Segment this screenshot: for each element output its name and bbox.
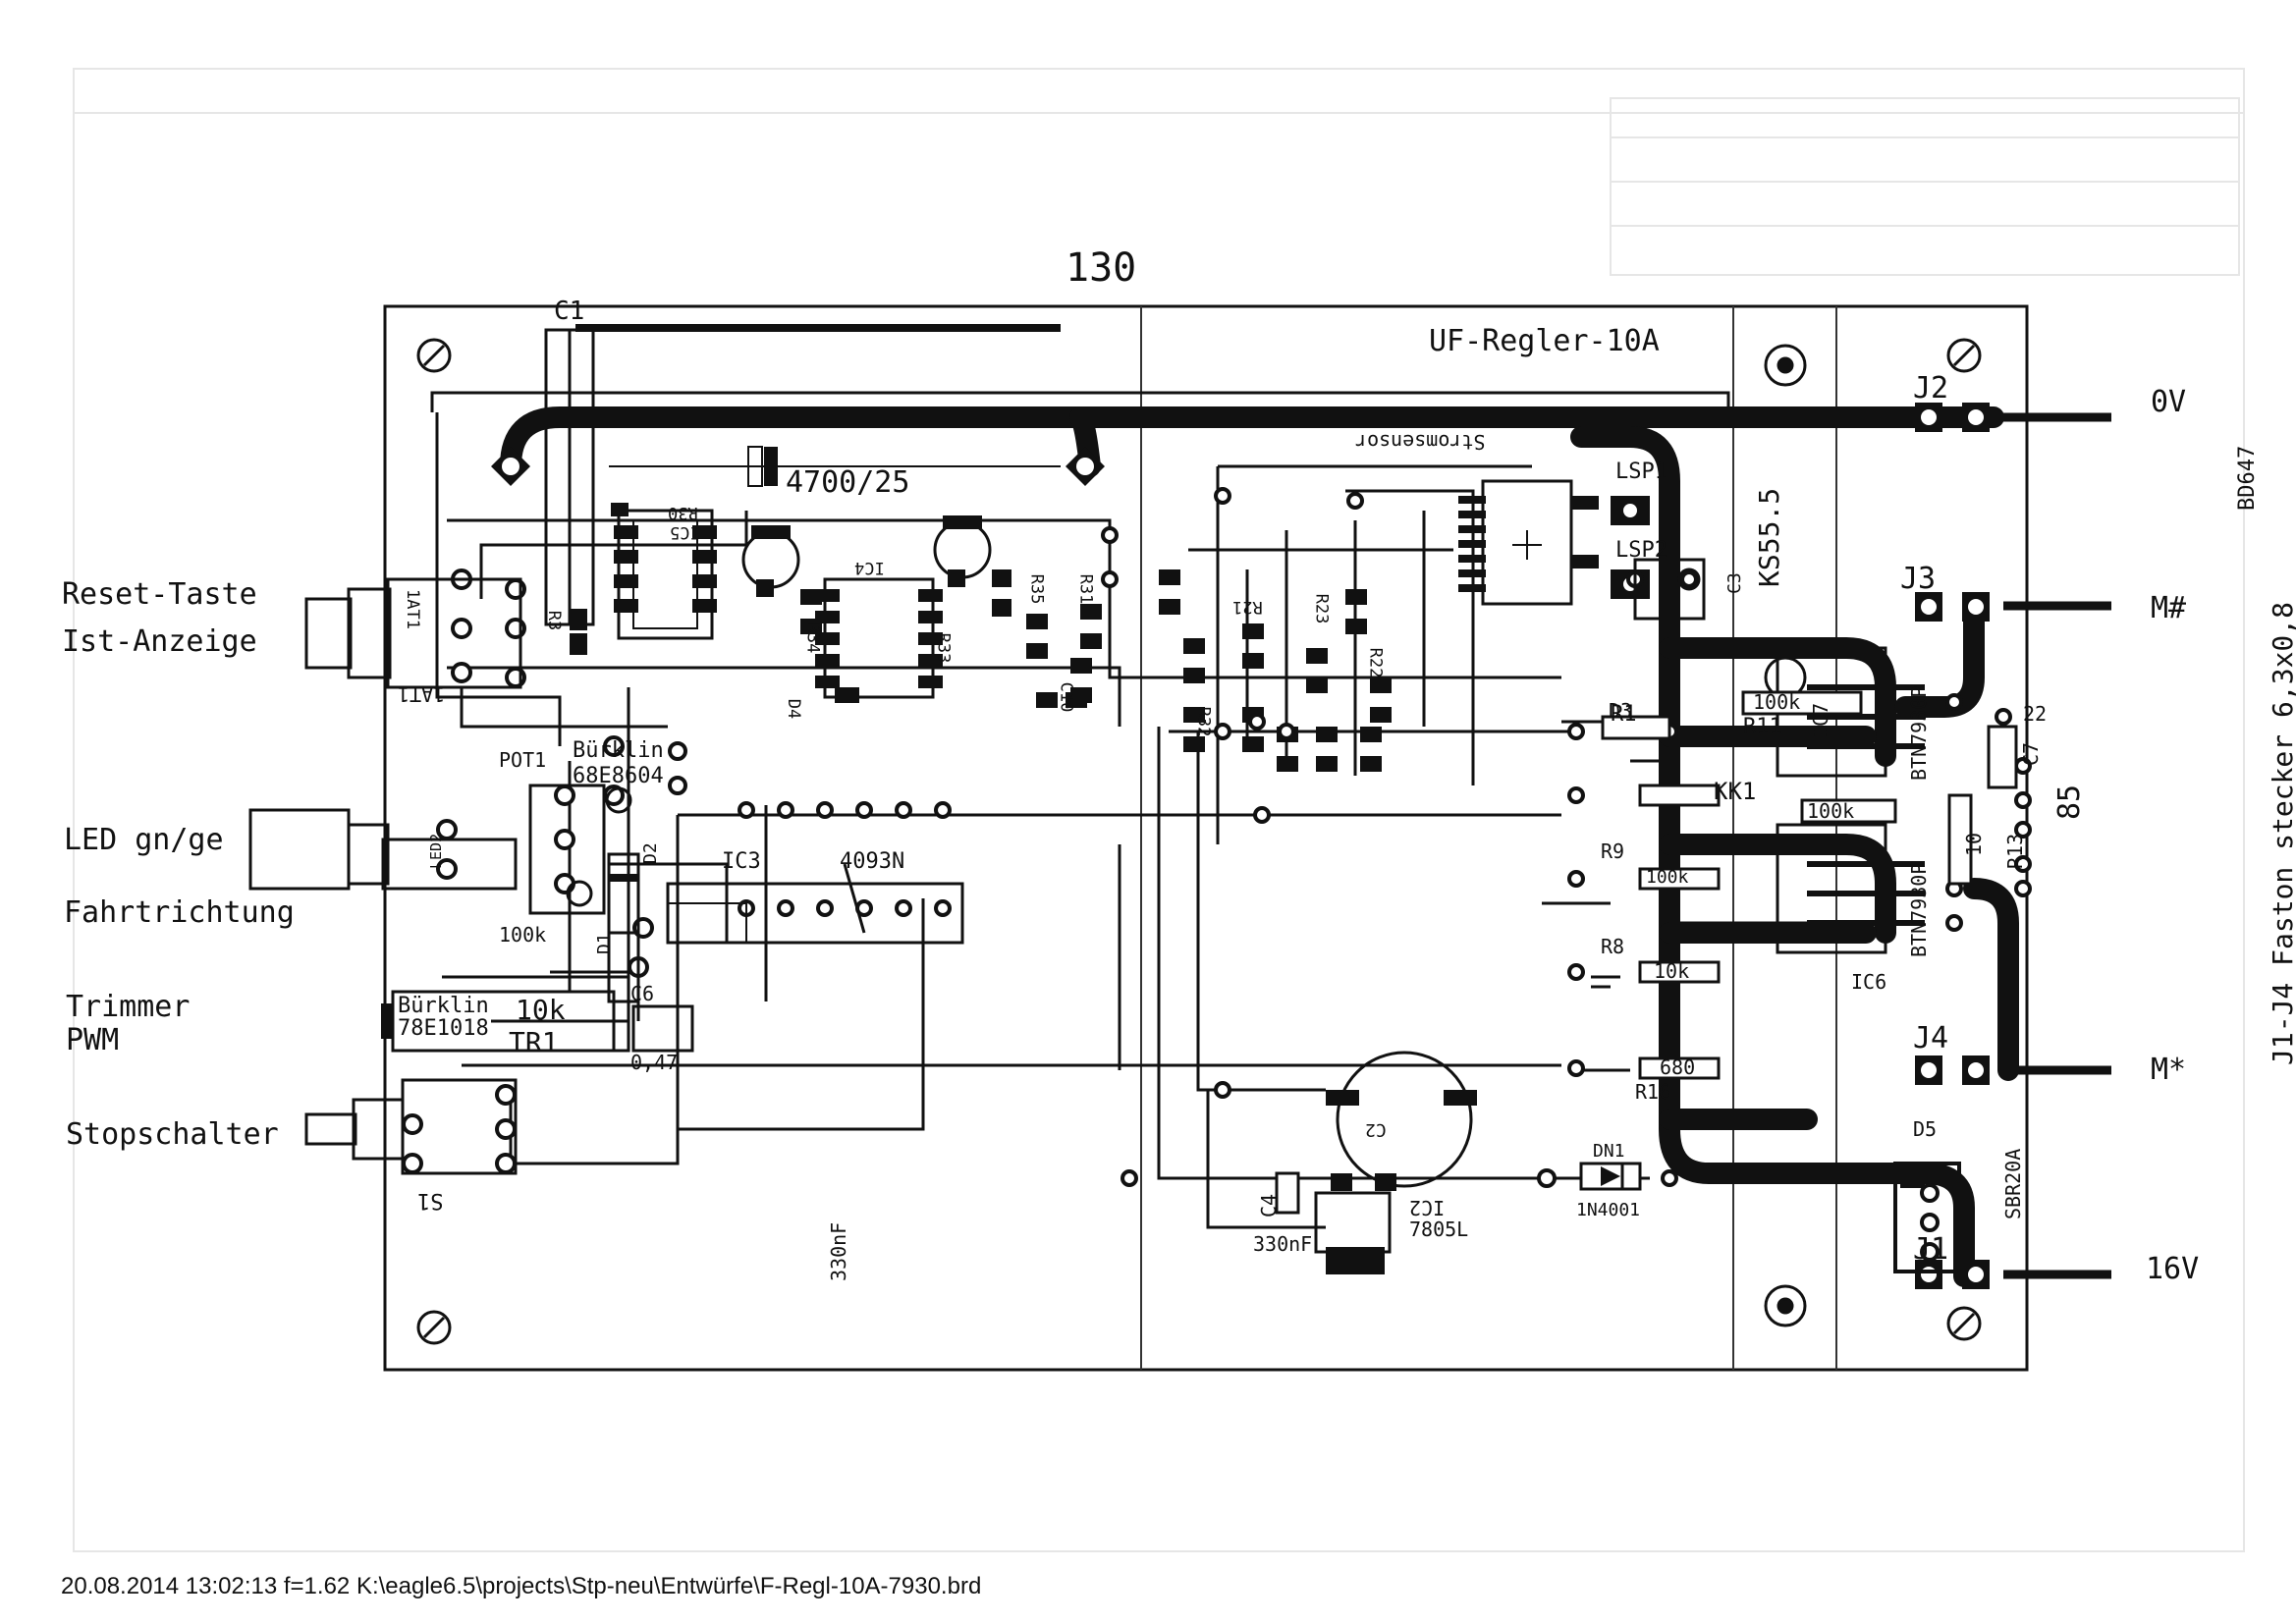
- label-j1: J1: [1913, 1232, 1949, 1267]
- label-led2: LED2: [427, 833, 445, 869]
- label-16v: 16V: [2146, 1252, 2200, 1286]
- label-c4-value: 330nF: [1253, 1232, 1313, 1256]
- transistor-note: BD647: [2235, 445, 2260, 511]
- label-r1: R1: [1611, 702, 1637, 727]
- label-ks55: KS55.5: [1753, 487, 1785, 587]
- label-burklin-pot-no: 68E8604: [573, 764, 664, 788]
- label-r35: R35: [1026, 573, 1047, 605]
- board-height-label: 85: [2052, 784, 2087, 820]
- label-dn1-type: 1N4001: [1576, 1200, 1641, 1220]
- label-ic3: IC3: [722, 849, 761, 874]
- label-r9-value: 100k: [1646, 867, 1689, 888]
- label-ic6: IC6: [1851, 970, 1887, 994]
- label-ist-anzeige: Ist-Anzeige: [62, 624, 257, 659]
- label-r13-value: 10: [1962, 832, 1986, 856]
- label-ic2: IC2: [1409, 1196, 1446, 1219]
- label-c10: C10: [1056, 681, 1076, 713]
- label-r33: R33: [933, 632, 954, 664]
- label-ic5: IC5: [670, 522, 700, 542]
- label-ic3-type: 4093N: [840, 849, 905, 874]
- label-c1: C1: [554, 297, 585, 326]
- label-trimmer-no: 78E1018: [398, 1016, 489, 1041]
- label-burklin-pot: Bürklin: [573, 738, 664, 763]
- label-btn7930-top: BTN7930P: [1907, 685, 1931, 781]
- ic-packages: [614, 509, 943, 699]
- label-lsp1: LSP1: [1615, 460, 1667, 484]
- label-c6-value: 0,47: [630, 1051, 679, 1074]
- label-lsp2: LSP2: [1615, 538, 1667, 563]
- label-led: LED gn/ge: [64, 823, 224, 857]
- label-r16-value: 680: [1660, 1056, 1696, 1079]
- label-dn1: DN1: [1593, 1141, 1625, 1162]
- label-r16: R16: [1635, 1080, 1671, 1104]
- label-r34: R34: [802, 623, 823, 654]
- label-m-star: M*: [2151, 1053, 2187, 1087]
- label-taster: 1AT1: [398, 682, 446, 706]
- label-fahrtrichtung: Fahrtrichtung: [64, 895, 295, 930]
- label-r23: R23: [1311, 593, 1332, 624]
- label-ic2-type: 7805L: [1409, 1218, 1469, 1241]
- label-pwm: PWM: [66, 1023, 120, 1057]
- label-r8-value: 10k: [1654, 959, 1690, 983]
- label-d2: D2: [640, 842, 661, 864]
- resistor-bodies: [1601, 690, 2018, 1080]
- label-r11: R11: [1743, 715, 1782, 739]
- label-r21: R21: [1232, 597, 1263, 617]
- label-c7: C7: [2019, 741, 2043, 766]
- label-c6: C6: [630, 982, 655, 1005]
- label-c2: C2: [1365, 1119, 1387, 1140]
- faston-pads: [1915, 403, 1990, 1289]
- label-trimmer-burklin: Bürklin: [398, 994, 489, 1018]
- label-stopschalter: Stopschalter: [66, 1117, 279, 1152]
- label-r11-value: 100k: [1753, 690, 1801, 714]
- label-r32: R32: [1193, 706, 1214, 737]
- label-d5: D5: [1913, 1117, 1938, 1141]
- label-r13: R13: [2003, 833, 2027, 869]
- board-width-label: 130: [1066, 245, 1137, 291]
- label-r31: R31: [1075, 573, 1096, 605]
- label-d1: D1: [594, 933, 615, 954]
- label-sbr20a: SBR20A: [2001, 1148, 2025, 1219]
- label-s1: S1: [417, 1188, 444, 1213]
- label-c4: C4: [1257, 1193, 1281, 1218]
- label-j3: J3: [1900, 562, 1937, 596]
- label-tr1-value: 10k: [516, 994, 566, 1026]
- label-btn7930-bottom: BTN7930P: [1907, 862, 1931, 957]
- label-trimmer: Trimmer: [66, 990, 191, 1024]
- label-kk1: KK1: [1714, 778, 1757, 805]
- label-reset-taste: Reset-Taste: [62, 577, 257, 612]
- label-r8: R8: [1601, 935, 1625, 958]
- label-taster-vertical: 1AT1: [403, 589, 422, 629]
- label-c22: 22: [2023, 702, 2048, 726]
- label-ic7: IC7: [1809, 702, 1832, 738]
- label-0v: 0V: [2151, 385, 2187, 419]
- label-pot-value: 100k: [499, 923, 547, 947]
- label-tr1: TR1: [509, 1026, 559, 1058]
- print-footer: 20.08.2014 13:02:13 f=1.62 K:\eagle6.5\p…: [61, 1573, 982, 1599]
- label-r22: R22: [1365, 647, 1386, 678]
- label-r3: R3: [544, 610, 565, 631]
- label-j2: J2: [1913, 371, 1949, 406]
- board-title: UF-Regler-10A: [1429, 324, 1660, 358]
- label-c-330nf: 330nF: [827, 1221, 850, 1281]
- label-j4: J4: [1913, 1021, 1949, 1056]
- label-d3: D3: [1609, 699, 1633, 723]
- label-m-hash: M#: [2151, 591, 2187, 625]
- signal-traces: [430, 391, 1807, 1229]
- connector-note: J1-J4 Faston stecker 6,3x0,8: [2267, 601, 2296, 1065]
- label-stromsensor: Stromsensor: [1355, 430, 1486, 454]
- label-pot1: POT1: [499, 748, 547, 772]
- label-r9: R9: [1601, 839, 1625, 863]
- label-d4: D4: [784, 698, 804, 720]
- label-cap-4700: 4700/25: [786, 465, 910, 500]
- label-c3: C3: [1724, 572, 1745, 594]
- label-r10-value: 100k: [1807, 799, 1855, 823]
- label-ic4: IC4: [854, 558, 885, 577]
- label-r30: R30: [668, 503, 698, 522]
